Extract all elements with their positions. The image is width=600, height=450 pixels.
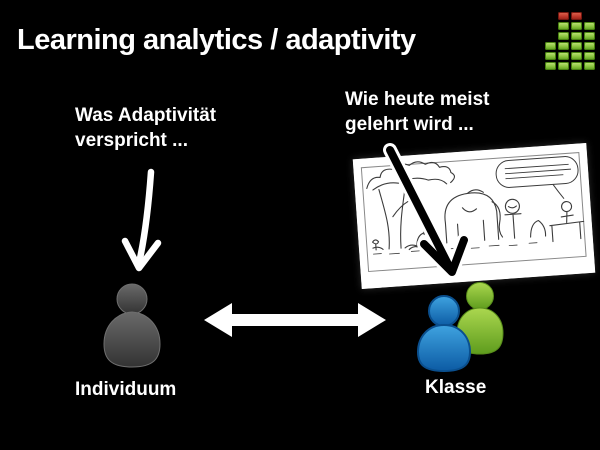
logo-block-green: [545, 42, 556, 50]
logo-block-green: [558, 32, 569, 40]
logo-block-green: [545, 52, 556, 60]
individual-label: Individuum: [75, 379, 177, 400]
logo-block-red: [571, 12, 582, 20]
caption-teaching-line2: gelehrt wird ...: [345, 114, 474, 135]
logo-block-green: [584, 32, 595, 40]
logo-block-red: [558, 12, 569, 20]
caption-teaching-line1: Wie heute meist: [345, 89, 490, 110]
individual-person-icon: [103, 283, 161, 368]
logo-block-green: [571, 52, 582, 60]
page-title: Learning analytics / adaptivity: [17, 24, 416, 56]
double-headed-arrow-icon: [204, 303, 386, 337]
logo-block-green: [571, 32, 582, 40]
logo-block-green: [558, 22, 569, 30]
logo-block-green: [558, 42, 569, 50]
logo-block-green: [558, 52, 569, 60]
classroom-cartoon-image: [352, 142, 596, 290]
logo-block-green: [584, 42, 595, 50]
logo-block-green: [571, 22, 582, 30]
logo-block-green: [584, 52, 595, 60]
caption-adaptivity-line1: Was Adaptivität: [75, 105, 217, 126]
logo-block-green: [571, 62, 582, 70]
down-right-arrow-icon: [383, 143, 471, 279]
down-left-arrow-icon: [121, 168, 162, 272]
logo-block-green: [571, 42, 582, 50]
logo-block-green: [558, 62, 569, 70]
logo-block-green: [584, 22, 595, 30]
logo-block-green: [584, 62, 595, 70]
caption-adaptivity: Was Adaptivität verspricht ...: [75, 103, 216, 153]
logo-block-green: [545, 62, 556, 70]
caption-teaching: Wie heute meist gelehrt wird ...: [345, 87, 489, 137]
classroom-cartoon-sketch: [352, 142, 596, 290]
class-label: Klasse: [425, 377, 487, 398]
equalizer-logo: [545, 12, 595, 70]
class-persons-icon: [416, 282, 504, 373]
caption-adaptivity-line2: verspricht ...: [75, 130, 188, 151]
